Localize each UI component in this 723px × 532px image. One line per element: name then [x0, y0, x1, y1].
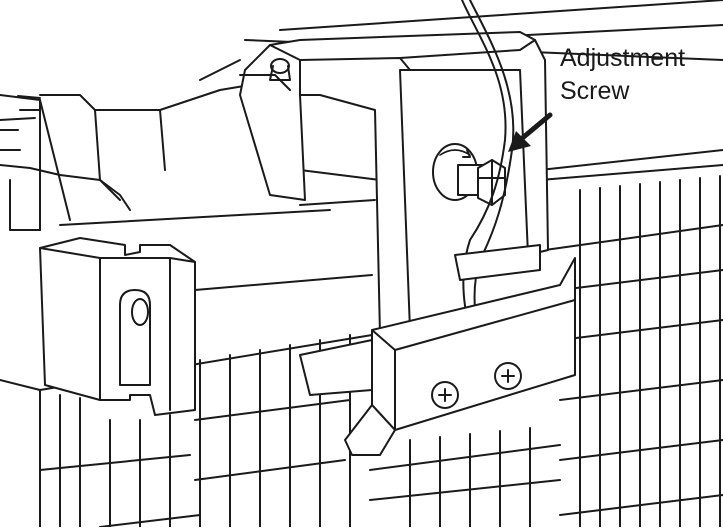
callout-label-line1: Adjustment: [560, 44, 686, 72]
callout-arrow: [508, 112, 553, 152]
clamp-block: [39, 237, 196, 416]
mounting-plate: [299, 244, 576, 456]
yoke-bracket: [239, 31, 549, 336]
grille: [39, 174, 723, 528]
callout-label-line2: Screw: [560, 77, 630, 105]
adjustment-screw: [432, 143, 506, 206]
